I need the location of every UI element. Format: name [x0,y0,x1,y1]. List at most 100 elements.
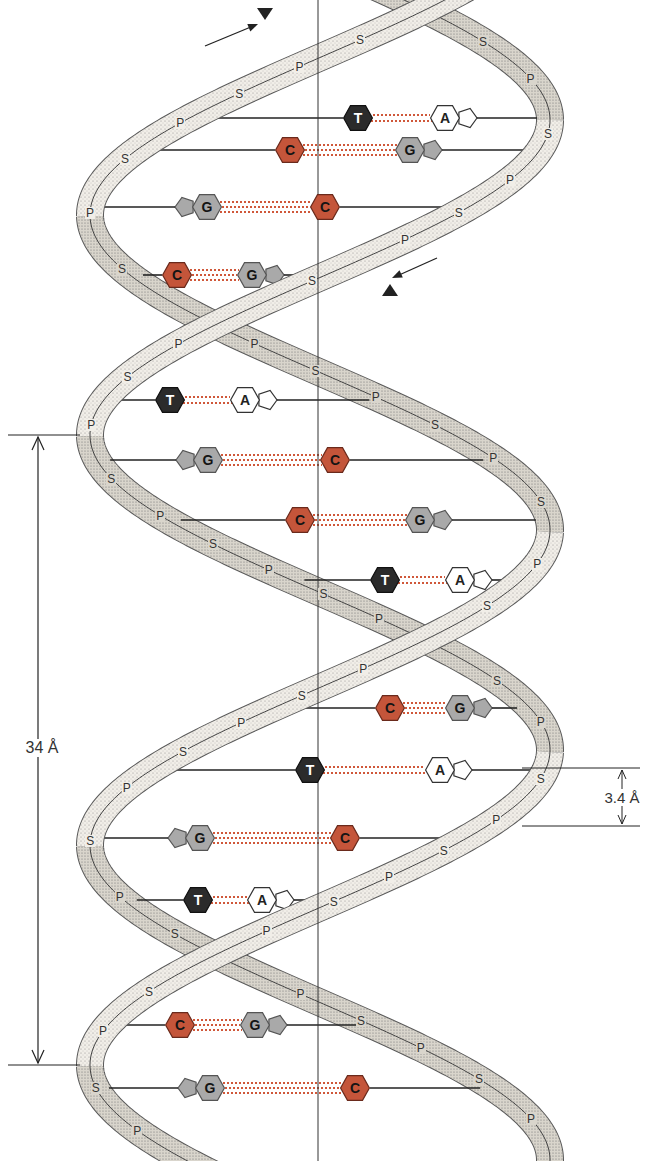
hexagon-shape [194,448,223,473]
backbone-label: S [536,773,546,785]
base-hexagon: G [445,695,475,721]
ribbon-edge [337,0,550,120]
hydrogen-bond-line [371,120,432,122]
backbone-label: S [310,365,320,377]
backbone-label: S [234,88,244,100]
hexagon-shape [376,696,405,721]
hydrogen-bond [405,707,445,709]
hydrogen-bond-line [313,514,407,516]
sugar-base-bond [472,769,532,771]
base-hexagon: T [183,887,213,913]
purine-ring [269,1016,287,1035]
hydrogen-bond-line [193,1029,242,1031]
ribbon-stipple [337,0,550,120]
dimension-arrowhead [618,770,626,779]
base-hexagon: C [162,262,192,288]
hexagon-shape [196,1076,225,1101]
dimension-tick [522,826,640,827]
hydrogen-bond-line [213,842,332,844]
base-hexagon: G [237,262,267,288]
strand-direction-arrow [205,27,252,47]
base-hexagon: C [330,825,360,851]
ribbon-edge [90,1066,247,1161]
backbone-label: S [297,690,307,702]
ribbon-edge [90,532,550,846]
hydrogen-bond-line [183,402,232,404]
back-strands [90,0,550,1161]
backbone-label: P [264,564,274,576]
backbone-label: S [474,1073,484,1085]
hexagon-shape [341,1076,370,1101]
hexagon-shape [184,888,213,913]
base-hexagon: C [310,194,340,220]
purine-ring [459,109,477,128]
hexagon-shape [331,826,360,851]
base-hexagon: C [285,507,315,533]
hydrogen-bond-line [221,454,322,456]
hydrogen-bond-line [303,144,397,146]
backbone-label: P [505,174,515,186]
purine-ring [474,699,492,718]
base-letter: G [405,143,416,157]
sugar-base-bond [277,399,369,401]
backbone-label: P [526,1113,536,1125]
sugar-base-bond [287,1024,358,1026]
backbone-bond [337,0,550,120]
strand-direction-arrow [398,258,437,276]
backbone-label: S [329,896,339,908]
base-hexagon: G [185,825,215,851]
hydrogen-bond-line [190,279,239,281]
base-letter: T [306,763,315,777]
sugar-base-bond [143,274,162,276]
backbone-label: S [170,928,180,940]
hexagon-shape [241,1013,270,1038]
hexagon-shape [446,568,475,593]
hydrogen-bond-line [223,1092,342,1094]
backbone-label: S [91,1082,101,1094]
base-hexagon: A [247,887,277,913]
ribbon-stipple [90,120,550,436]
backbone-label: P [384,871,394,883]
hexagon-shape [166,1013,195,1038]
base-hexagon: T [370,567,400,593]
front-strands [90,0,550,1161]
strand-direction-triangle [257,8,273,20]
backbone-label: S [122,371,132,383]
hydrogen-bond-line [223,1082,342,1084]
base-letter: C [175,1018,185,1032]
base-hexagon: C [320,447,350,473]
sugar-base-bond [442,149,527,151]
base-letter: C [320,200,330,214]
ribbon-fill [337,0,550,120]
hydrogen-bond [223,459,320,461]
hydrogen-bond [195,1024,240,1026]
hydrogen-bond-line [313,524,407,526]
hydrogen-bond-line [193,1019,242,1021]
hydrogen-bond [400,576,445,578]
base-hexagon: A [230,387,260,413]
base-letter: A [257,893,267,907]
base-letter: C [285,143,295,157]
dimension-arrowhead [32,437,44,450]
backbone-label: S [492,675,502,687]
base-letter: G [205,1081,216,1095]
base-letter: A [435,763,445,777]
base-letter: T [381,573,390,587]
hydrogen-bond [225,1087,340,1089]
base-hexagon: A [445,567,475,593]
backbone-label: P [122,782,132,794]
backbone-label: S [439,845,449,857]
hexagon-shape [311,195,340,220]
backbone-label: S [120,153,130,165]
base-letter: G [195,831,206,845]
purine-ring [474,571,492,590]
base-hexagon: A [430,105,460,131]
hexagon-shape [231,388,260,413]
hexagon-shape [321,448,350,473]
base-letter: C [340,831,350,845]
sugar-base-bond [104,837,168,839]
base-letter: G [247,268,258,282]
hydrogen-bond [185,396,230,398]
hexagon-shape [238,263,267,288]
